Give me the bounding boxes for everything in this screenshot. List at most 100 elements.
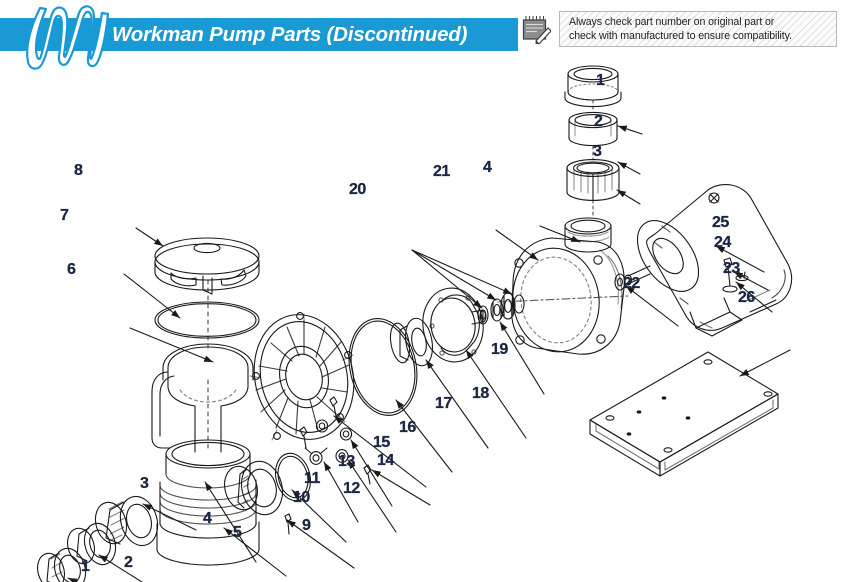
part-diffuser [249, 312, 355, 441]
part-inlet-gasket-top [568, 111, 618, 147]
callout-14-13: 14 [377, 452, 395, 469]
callout-7-1: 7 [60, 207, 69, 224]
part-motor-shaft-nut [614, 273, 626, 291]
callout-3-5: 3 [140, 475, 149, 492]
note-line-1: Always check part number on original par… [569, 16, 775, 28]
screw-long-b [363, 464, 372, 485]
part-lid [154, 237, 260, 295]
callout-22-25: 22 [623, 275, 641, 292]
callout-1-3: 1 [81, 558, 90, 575]
part-strainer-pot [151, 279, 260, 566]
callout-2-23: 2 [594, 113, 603, 130]
part-seal-plate [422, 287, 487, 363]
part-inlet-fitting-top [564, 65, 622, 108]
leader-9 [286, 519, 355, 569]
part-inlet-fitting-left [37, 547, 87, 582]
callout-1-24: 1 [596, 72, 605, 89]
callout-4-6: 4 [203, 510, 212, 527]
screw-long-a [299, 426, 308, 449]
part-mount-bolt [722, 257, 738, 293]
part-mech-seal-set [490, 292, 525, 322]
leader-26 [739, 349, 791, 377]
leader-8 [135, 227, 164, 247]
leader-10 [291, 489, 347, 543]
notepad-pencil-icon [522, 16, 551, 44]
callout-6-2: 6 [67, 261, 76, 278]
leader-lines [67, 125, 791, 582]
leader-16 [395, 399, 453, 473]
callout-2-4: 2 [124, 554, 133, 571]
callout-15-14: 15 [373, 434, 391, 451]
note-box: Always check part number on original par… [559, 11, 837, 47]
leader-12 [347, 459, 397, 533]
leader-20-c [411, 249, 513, 295]
part-lock-ring [224, 460, 284, 516]
note-line-2: check with manufactured to ensure compat… [569, 29, 792, 42]
leader-17 [425, 359, 489, 449]
part-volute-housing [497, 217, 629, 355]
bolt-b [335, 449, 349, 463]
part-fasteners [299, 396, 372, 485]
part-retaining-screw [284, 513, 292, 535]
leader-11 [323, 461, 359, 523]
part-union-nut-left [94, 495, 159, 547]
leader-6 [129, 327, 214, 363]
callout-16-15: 16 [399, 419, 417, 436]
callout-25-28: 25 [712, 214, 730, 231]
callout-26-29: 26 [738, 289, 756, 306]
bolt-d [315, 419, 329, 433]
callout-23-26: 23 [723, 260, 741, 277]
part-motor [623, 184, 793, 337]
leader-4-top [539, 225, 581, 243]
callout-18-17: 18 [472, 385, 490, 402]
part-lid-oring [154, 301, 260, 339]
callout-12-11: 12 [343, 480, 361, 497]
leader-18 [465, 349, 527, 439]
leader-23 [735, 281, 773, 313]
callout-8-0: 8 [74, 162, 83, 179]
leader-4-left [204, 481, 257, 563]
leader-3-left [142, 503, 197, 531]
part-inlet-gasket-left [67, 522, 117, 566]
callout-9-8: 9 [302, 517, 311, 534]
leader-21 [495, 229, 539, 261]
callout-13-12: 13 [338, 453, 356, 470]
callout-5-7: 5 [233, 524, 242, 541]
leader-20-a [411, 249, 483, 309]
part-diffuser-oring [348, 318, 418, 416]
callout-11-10: 11 [304, 470, 321, 487]
leader-7 [123, 273, 181, 319]
callout-21-20: 21 [433, 163, 451, 180]
note-text: Always check part number on original par… [569, 16, 831, 43]
compatibility-note: Always check part number on original par… [519, 11, 841, 49]
part-union-nut-top [566, 159, 620, 201]
part-base-plate [589, 351, 779, 477]
callout-19-18: 19 [491, 341, 509, 358]
leader-2-left [98, 554, 143, 582]
leader-25 [715, 245, 765, 273]
bolt-a [304, 447, 328, 465]
leader-15 [333, 415, 427, 488]
diagram-artwork [37, 65, 793, 582]
bolt-c [339, 427, 353, 441]
callout-17-16: 17 [435, 395, 453, 412]
leader-14 [371, 469, 431, 506]
leader-24 [733, 271, 769, 291]
leader-3-top [616, 189, 641, 205]
callout-10-9: 10 [293, 489, 311, 506]
leader-20-b [411, 249, 497, 301]
leader-1-top [617, 125, 643, 135]
callout-20-19: 20 [349, 181, 367, 198]
leader-19 [499, 321, 545, 395]
leader-13 [350, 439, 393, 507]
callout-3-22: 3 [593, 143, 602, 160]
leader-22 [625, 285, 679, 327]
leader-5 [223, 527, 287, 577]
callout-24-27: 24 [714, 234, 732, 251]
leader-2-top [617, 161, 641, 175]
callout-4-21: 4 [483, 159, 492, 176]
screw-long-c [329, 396, 338, 417]
part-impeller [389, 317, 434, 367]
page-title: Workman Pump Parts (Discontinued) [112, 23, 468, 46]
